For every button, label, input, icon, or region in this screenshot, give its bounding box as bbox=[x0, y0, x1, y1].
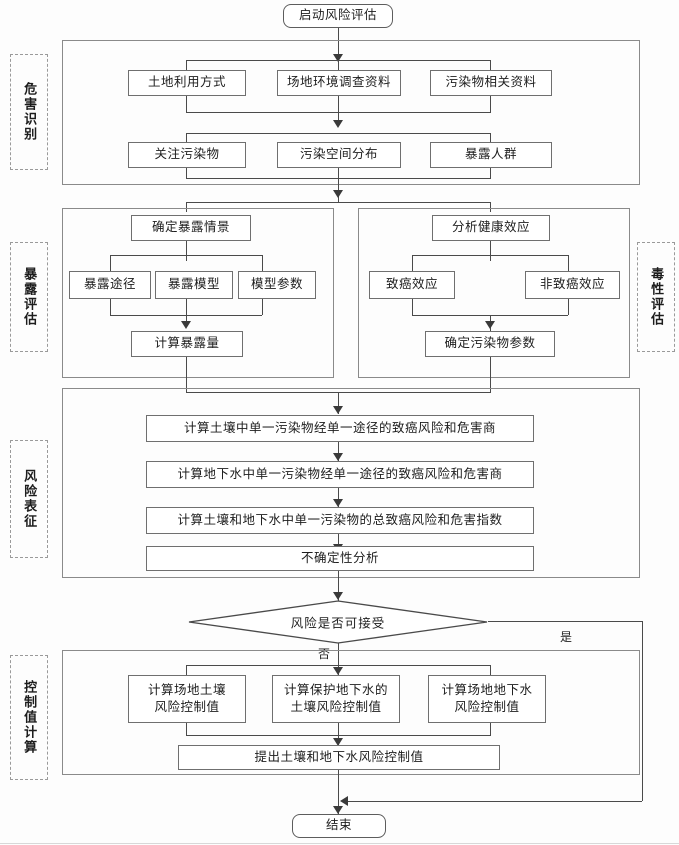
bus-hazard-row1-left-drop bbox=[186, 60, 187, 70]
arrow-control-to-end bbox=[333, 806, 343, 814]
bus-control-left-rise bbox=[186, 723, 187, 735]
control-node-summary[interactable]: 提出土壤和地下水风险控制值 bbox=[178, 745, 500, 770]
bus-hazard-row2-right-rise bbox=[490, 168, 491, 178]
connector-riskchar-2-3 bbox=[338, 488, 339, 507]
group-frame-toxicity bbox=[358, 208, 630, 378]
end-node[interactable]: 结束 bbox=[292, 814, 386, 838]
hazard-node-exposed-population[interactable]: 暴露人群 bbox=[430, 142, 552, 168]
bus-control-right-drop bbox=[490, 665, 491, 675]
start-node[interactable]: 启动风险评估 bbox=[283, 4, 393, 28]
toxicity-node-health-effects[interactable]: 分析健康效应 bbox=[432, 215, 550, 241]
arrow-hazard-row1-to-row2 bbox=[333, 120, 343, 128]
exposure-node-calculate-dose[interactable]: 计算暴露量 bbox=[131, 331, 243, 357]
control-node-site-groundwater[interactable]: 计算场地地下水风险控制值 bbox=[428, 675, 546, 723]
bus-toxicity-mid-top bbox=[412, 255, 568, 256]
connector-riskchar-3-4 bbox=[338, 534, 339, 552]
bus-exposure-mid-left-rise bbox=[110, 299, 111, 315]
control-node-site-soil[interactable]: 计算场地土壤风险控制值 bbox=[128, 675, 246, 723]
toxicity-node-non-carcinogenic[interactable]: 非致癌效应 bbox=[525, 271, 620, 299]
bus-control-row-top bbox=[186, 665, 491, 666]
connector-toxicity-health-down bbox=[490, 241, 491, 261]
arrow-riskchar-to-decision bbox=[333, 592, 343, 600]
decision-yes-label: 是 bbox=[560, 630, 573, 644]
hazard-node-target-contaminants[interactable]: 关注污染物 bbox=[128, 142, 246, 168]
bus-control-right-rise bbox=[490, 723, 491, 735]
bus-toxicity-mid-right-rise bbox=[568, 299, 569, 315]
bus-exposure-mid-right-rise bbox=[262, 299, 263, 315]
arrow-control-to-summary bbox=[333, 738, 343, 746]
bus-toxicity-mid-left-rise bbox=[412, 299, 413, 315]
control-node-protect-groundwater-soil[interactable]: 计算保护地下水的土壤风险控制值 bbox=[272, 675, 400, 723]
connector-hazard-row1-to-row2 bbox=[338, 96, 339, 126]
connector-toxicity-out bbox=[490, 357, 491, 393]
arrow-toxicity-to-params bbox=[485, 321, 495, 329]
arrow-hazard-out bbox=[333, 190, 343, 198]
connector-control-to-end bbox=[338, 770, 339, 814]
bus-exposure-mid-left-drop bbox=[110, 255, 111, 271]
toxicity-node-contaminant-params[interactable]: 确定污染物参数 bbox=[425, 331, 555, 357]
hazard-node-contaminant-data[interactable]: 污染物相关资料 bbox=[430, 70, 552, 96]
arrow-merge-to-riskchar bbox=[333, 406, 343, 414]
bus-hazard-row1-left-rise bbox=[186, 96, 187, 112]
connector-exposure-out bbox=[186, 357, 187, 393]
exposure-node-pathway[interactable]: 暴露途径 bbox=[69, 271, 151, 299]
bus-stage2-left-drop bbox=[186, 202, 187, 212]
bus-hazard-row1-right-drop bbox=[490, 60, 491, 70]
connector-hazard-to-split bbox=[338, 168, 339, 202]
hazard-node-land-use[interactable]: 土地利用方式 bbox=[128, 70, 246, 96]
connector-riskchar-1-2 bbox=[338, 442, 339, 461]
connector-control-to-summary bbox=[338, 723, 339, 745]
bus-hazard-row1-mid-drop bbox=[338, 60, 339, 70]
group-frame-risk-characterization bbox=[62, 388, 640, 578]
connector-exposure-scenario-down bbox=[186, 241, 187, 261]
stage-label-hazard: 危害识别 bbox=[10, 54, 48, 170]
connector-start-to-hazard bbox=[338, 28, 339, 60]
hazard-node-spatial-distribution[interactable]: 污染空间分布 bbox=[277, 142, 401, 168]
group-frame-hazard bbox=[62, 40, 640, 185]
connector-decision-yes-down bbox=[642, 621, 643, 801]
bus-hazard-row2-left-drop bbox=[186, 133, 187, 142]
connector-decision-yes-to-end bbox=[346, 801, 642, 802]
exposure-node-model[interactable]: 暴露模型 bbox=[155, 271, 233, 299]
bus-hazard-row2-right-drop bbox=[490, 133, 491, 142]
arrow-exposure-to-calc bbox=[181, 321, 191, 329]
connector-decision-yes-right bbox=[488, 621, 642, 622]
arrow-riskchar-2-3 bbox=[333, 499, 343, 507]
bus-hazard-row2-left-rise bbox=[186, 168, 187, 178]
riskchar-node-total-risk[interactable]: 计算土壤和地下水中单一污染物的总致癌风险和危害指数 bbox=[146, 507, 534, 534]
riskchar-node-uncertainty[interactable]: 不确定性分析 bbox=[146, 546, 534, 571]
bus-hazard-row2-top bbox=[186, 133, 491, 134]
stage-label-risk-characterization: 风险表征 bbox=[10, 440, 48, 558]
bus-exposure-mid-top bbox=[110, 255, 262, 256]
decision-risk-acceptable[interactable]: 风险是否可接受 bbox=[188, 600, 488, 644]
bottom-divider bbox=[0, 843, 679, 844]
arrow-decision-no bbox=[333, 667, 343, 675]
bus-stage2-right-drop bbox=[490, 202, 491, 212]
arrow-start-to-hazard bbox=[333, 54, 343, 62]
bus-stage2-split bbox=[186, 202, 491, 203]
arrow-decision-yes-to-end bbox=[340, 796, 348, 806]
stage-label-control-value: 控制值计算 bbox=[10, 655, 48, 780]
stage-label-toxicity: 毒性评估 bbox=[637, 242, 675, 352]
exposure-node-scenario[interactable]: 确定暴露情景 bbox=[131, 215, 251, 241]
stage-label-exposure: 暴露评估 bbox=[10, 242, 48, 352]
connector-exposure-to-calc bbox=[186, 299, 187, 327]
riskchar-node-groundwater-single[interactable]: 计算地下水中单一污染物经单一途径的致癌风险和危害商 bbox=[146, 461, 534, 488]
bus-control-left-drop bbox=[186, 665, 187, 675]
bus-exposure-mid-right-drop bbox=[262, 255, 263, 271]
connector-decision-no bbox=[338, 643, 339, 675]
arrow-riskchar-1-2 bbox=[333, 453, 343, 461]
connector-merge-to-riskchar bbox=[338, 392, 339, 414]
riskchar-node-soil-single[interactable]: 计算土壤中单一污染物经单一途径的致癌风险和危害商 bbox=[146, 415, 534, 442]
bus-hazard-row1-right-rise bbox=[490, 96, 491, 112]
bus-toxicity-mid-left-drop bbox=[412, 255, 413, 271]
group-frame-control-value bbox=[62, 650, 640, 775]
connector-riskchar-to-decision bbox=[338, 571, 339, 602]
exposure-node-parameters[interactable]: 模型参数 bbox=[238, 271, 316, 299]
bus-toxicity-mid-right-drop bbox=[568, 255, 569, 271]
toxicity-node-carcinogenic[interactable]: 致癌效应 bbox=[369, 271, 455, 299]
group-frame-exposure bbox=[62, 208, 334, 378]
hazard-node-site-survey[interactable]: 场地环境调查资料 bbox=[277, 70, 401, 96]
